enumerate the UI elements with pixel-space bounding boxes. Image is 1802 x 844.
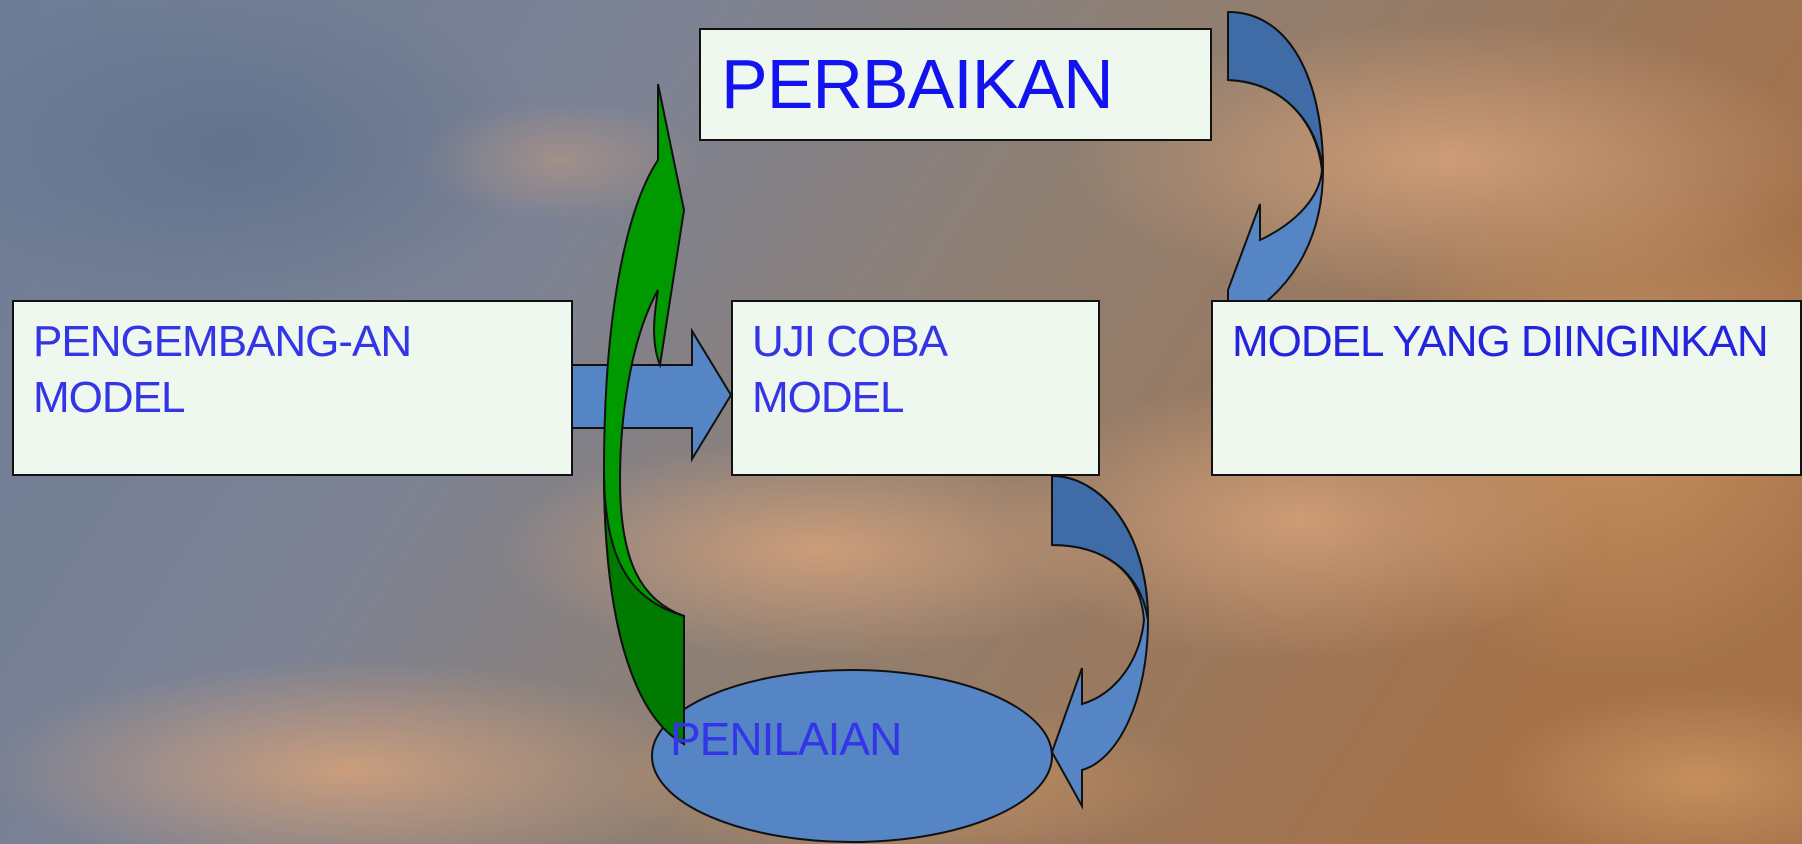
node-improvement[interactable]: PERBAIKAN [699,28,1212,141]
assessment-ellipse[interactable] [651,669,1053,843]
arrow-assessment-to-improvement-shade [603,469,685,746]
node-assessment-label: PENILAIAN [670,713,902,765]
node-model-development[interactable]: PENGEMBANG-AN MODEL [12,300,573,476]
node-desired-model[interactable]: MODEL YANG DIINGINKAN [1211,300,1802,476]
arrow-improvement-to-desired-shade [1227,10,1324,171]
node-model-development-label: PENGEMBANG-AN MODEL [33,317,412,422]
node-model-trial-label: UJI COBA MODEL [752,317,948,422]
arrow-trial-to-assessment-shade [1051,474,1149,621]
node-model-trial[interactable]: UJI COBA MODEL [731,300,1100,476]
node-desired-model-label: MODEL YANG DIINGINKAN [1232,317,1769,366]
node-improvement-label: PERBAIKAN [721,45,1114,123]
arrow-development-to-trial [571,327,733,463]
